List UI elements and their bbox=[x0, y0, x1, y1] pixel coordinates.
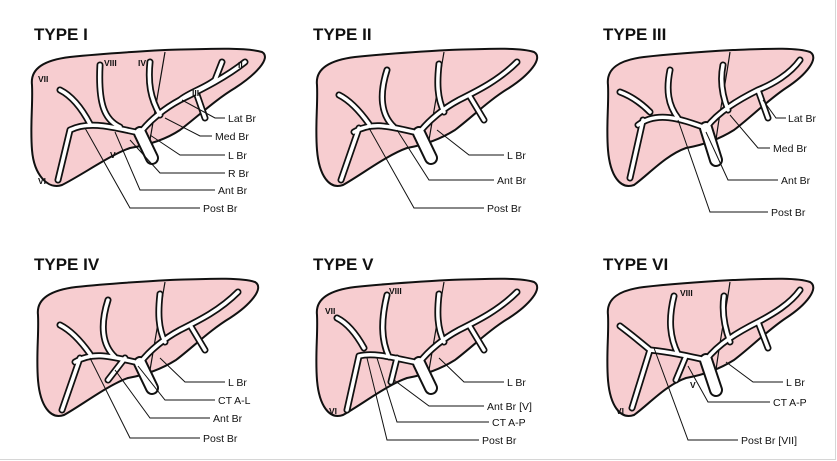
segment-label: V bbox=[690, 380, 696, 390]
branch-label: Med Br bbox=[773, 143, 807, 155]
panel-title: TYPE I bbox=[34, 25, 88, 44]
branch-label: L Br bbox=[786, 377, 805, 389]
segment-label: VI bbox=[616, 406, 624, 416]
type-6-diagram: TYPE VI VIII VI V L Br CT A-P Post Br [V… bbox=[558, 230, 837, 460]
branch-label: CT A-L bbox=[218, 395, 251, 407]
branch-label: L Br bbox=[228, 150, 247, 162]
type-1-diagram: TYPE I VII VIII IV II III VI V Lat Br Me… bbox=[0, 0, 279, 230]
segment-label: VII bbox=[325, 306, 335, 316]
panel-title: TYPE V bbox=[313, 255, 374, 274]
branch-label: R Br bbox=[228, 168, 250, 180]
branch-label: Post Br bbox=[203, 433, 238, 445]
branch-label: Lat Br bbox=[228, 113, 257, 125]
branch-label: Post Br bbox=[487, 203, 522, 215]
segment-label: VIII bbox=[680, 288, 693, 298]
panel-title: TYPE III bbox=[603, 25, 666, 44]
segment-label: VI bbox=[38, 176, 46, 186]
branch-label: CT A-P bbox=[492, 417, 526, 429]
segment-label: IV bbox=[138, 58, 146, 68]
branch-label: Ant Br bbox=[213, 413, 243, 425]
branch-label: Post Br [VII] bbox=[741, 435, 797, 447]
branch-label: Post Br bbox=[203, 203, 238, 215]
segment-label: VII bbox=[38, 74, 48, 84]
liver-outline bbox=[607, 49, 813, 186]
branch-label: Post Br bbox=[482, 435, 517, 447]
panel-title: TYPE VI bbox=[603, 255, 668, 274]
segment-label: VIII bbox=[389, 286, 402, 296]
type-2-diagram: TYPE II L Br Ant Br Post Br bbox=[279, 0, 558, 230]
branch-label: Ant Br bbox=[781, 175, 811, 187]
branch-label: Lat Br bbox=[788, 113, 817, 125]
branch-label: Ant Br [V] bbox=[487, 401, 532, 413]
panel-type-1: TYPE I VII VIII IV II III VI V Lat Br Me… bbox=[0, 0, 279, 230]
panel-type-5: TYPE V VIII VII VI L Br Ant Br [V] CT A-… bbox=[279, 230, 558, 460]
panel-title: TYPE IV bbox=[34, 255, 100, 274]
panel-type-4: TYPE IV L Br CT A-L Ant Br Post Br bbox=[0, 230, 279, 460]
segment-label: II bbox=[238, 60, 243, 70]
type-4-diagram: TYPE IV L Br CT A-L Ant Br Post Br bbox=[0, 230, 279, 460]
branch-label: Ant Br bbox=[497, 175, 527, 187]
branch-label: L Br bbox=[507, 150, 526, 162]
segment-label: VI bbox=[329, 406, 337, 416]
branch-label: L Br bbox=[228, 377, 247, 389]
branch-label: Med Br bbox=[215, 131, 249, 143]
branch-label: Ant Br bbox=[218, 185, 248, 197]
panel-type-3: TYPE III Lat Br Med Br Ant Br Post Br bbox=[558, 0, 837, 230]
panel-type-6: TYPE VI VIII VI V L Br CT A-P Post Br [V… bbox=[558, 230, 837, 460]
panel-type-2: TYPE II L Br Ant Br Post Br bbox=[279, 0, 558, 230]
type-3-diagram: TYPE III Lat Br Med Br Ant Br Post Br bbox=[558, 0, 837, 230]
type-5-diagram: TYPE V VIII VII VI L Br Ant Br [V] CT A-… bbox=[279, 230, 558, 460]
branch-label: CT A-P bbox=[773, 397, 807, 409]
branch-label: L Br bbox=[507, 377, 526, 389]
segment-label: VIII bbox=[104, 58, 117, 68]
panel-title: TYPE II bbox=[313, 25, 372, 44]
segment-label: III bbox=[192, 88, 199, 98]
segment-label: V bbox=[110, 150, 116, 160]
branch-label: Post Br bbox=[771, 207, 806, 219]
